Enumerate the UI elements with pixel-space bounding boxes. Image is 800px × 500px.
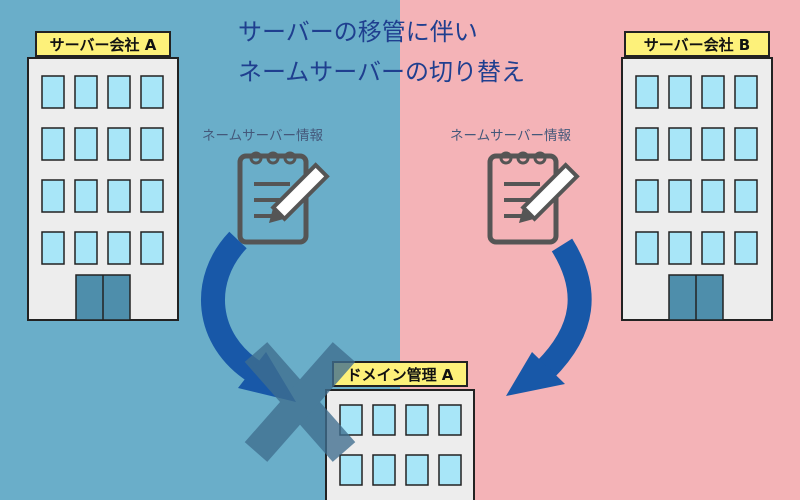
building-window: [668, 75, 692, 109]
building-window: [41, 75, 65, 109]
building-window: [438, 404, 462, 436]
building-window: [701, 231, 725, 265]
server-company-a-building: サーバー会社 A: [27, 31, 179, 321]
building-window: [140, 127, 164, 161]
company-sign: ドメイン管理 A: [332, 361, 468, 387]
server-company-b-building: サーバー会社 B: [621, 31, 773, 321]
notepad-pencil-icon: [237, 151, 330, 245]
building-window: [140, 75, 164, 109]
building-window: [339, 404, 363, 436]
nameserver-info-label-right: ネームサーバー情報: [450, 128, 571, 144]
domain-management-a-label: ドメイン管理 A: [347, 366, 454, 384]
building-window: [107, 179, 131, 213]
building-window: [701, 75, 725, 109]
server-company-b-label: サーバー会社 B: [644, 36, 751, 54]
building-window: [701, 127, 725, 161]
building-window: [41, 127, 65, 161]
building-windows: [41, 75, 164, 265]
building-window: [734, 127, 758, 161]
building-window: [74, 231, 98, 265]
building-window: [41, 231, 65, 265]
title-line-1: サーバーの移管に伴い: [238, 18, 478, 46]
building-icon: [621, 57, 773, 321]
company-sign: サーバー会社 A: [35, 31, 171, 57]
building-window: [405, 454, 429, 486]
building-window: [668, 179, 692, 213]
company-sign: サーバー会社 B: [624, 31, 770, 57]
building-window: [74, 179, 98, 213]
building-window: [635, 75, 659, 109]
building-window: [107, 231, 131, 265]
building-window: [107, 127, 131, 161]
building-window: [668, 231, 692, 265]
building-window: [635, 127, 659, 161]
building-window: [668, 127, 692, 161]
domain-management-a-building: ドメイン管理 A: [325, 361, 475, 500]
building-window: [635, 179, 659, 213]
building-window: [405, 404, 429, 436]
building-window: [635, 231, 659, 265]
building-window: [701, 179, 725, 213]
server-company-a-label: サーバー会社 A: [50, 36, 157, 54]
building-window: [372, 404, 396, 436]
building-window: [438, 454, 462, 486]
building-windows: [339, 404, 462, 486]
building-window: [41, 179, 65, 213]
building-window: [734, 75, 758, 109]
building-window: [74, 127, 98, 161]
building-window: [140, 231, 164, 265]
building-window: [734, 179, 758, 213]
building-window: [372, 454, 396, 486]
notepad-pencil-icon: [487, 151, 580, 245]
building-window: [140, 179, 164, 213]
building-window: [339, 454, 363, 486]
curved-arrow-icon: [506, 238, 592, 396]
building-window: [74, 75, 98, 109]
title-line-2: ネームサーバーの切り替え: [238, 58, 525, 86]
building-window: [734, 231, 758, 265]
nameserver-info-label-left: ネームサーバー情報: [202, 128, 323, 144]
building-icon: [27, 57, 179, 321]
building-window: [107, 75, 131, 109]
building-windows: [635, 75, 758, 265]
cross-mark-icon: [244, 342, 356, 462]
